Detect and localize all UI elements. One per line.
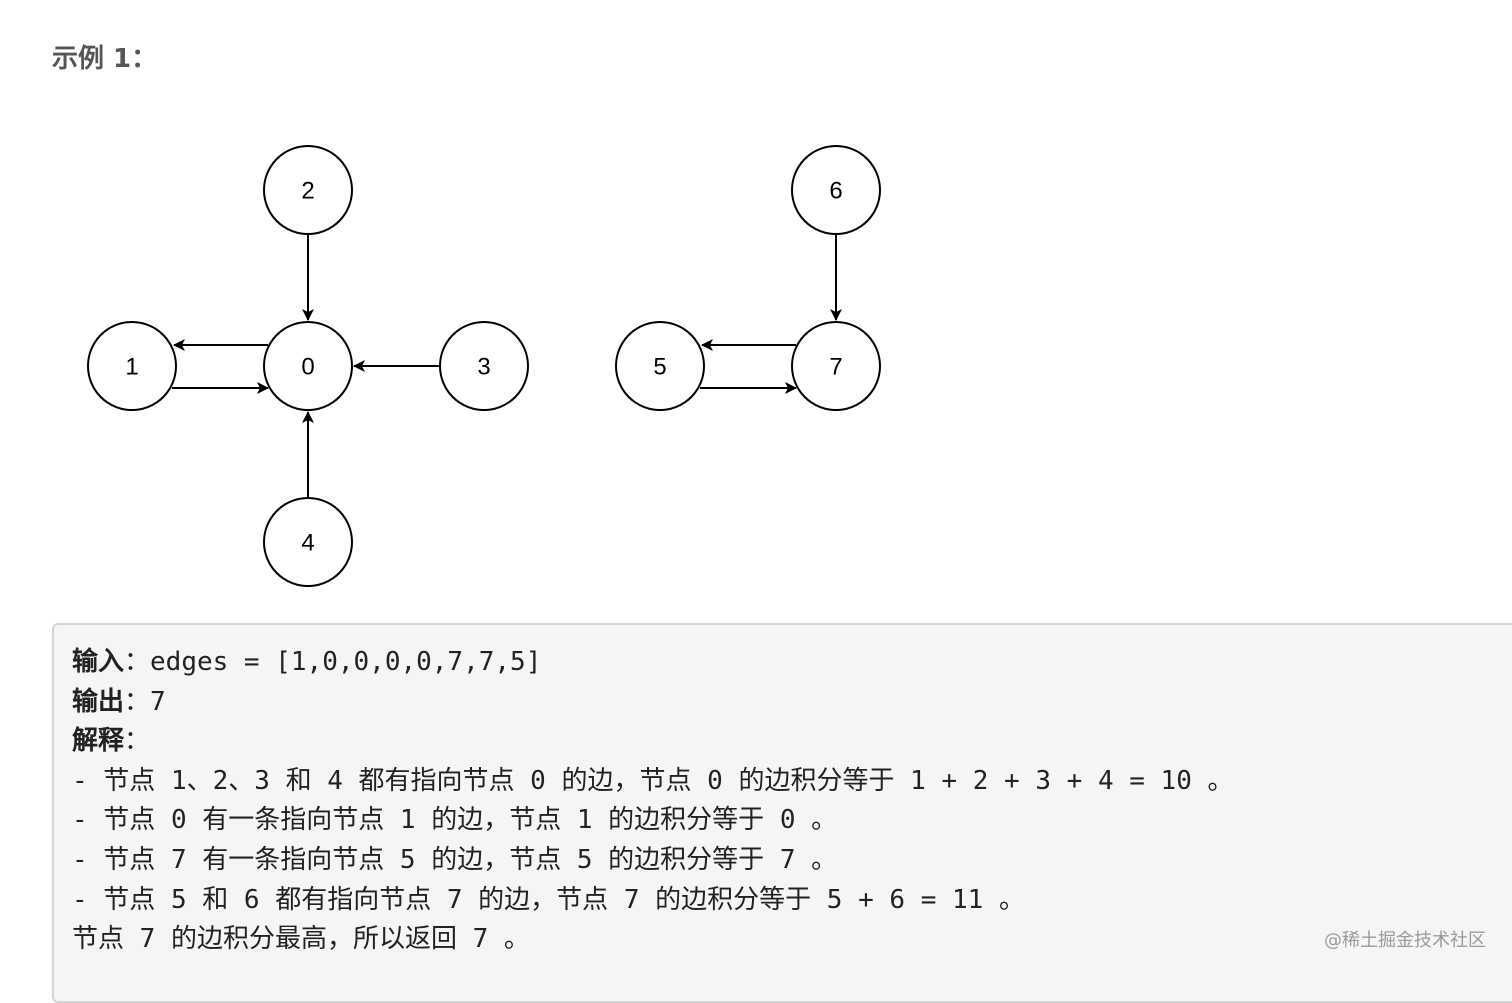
watermark: @稀土掘金技术社区 xyxy=(1324,930,1486,951)
input-label: 输入 xyxy=(72,647,125,677)
graph-diagram: 2 1 0 3 4 6 5 7 xyxy=(87,145,881,587)
explain-colon: ： xyxy=(124,726,151,756)
output-label: 输出 xyxy=(72,687,125,717)
example-heading: 示例 1： xyxy=(52,44,158,74)
explain-line: 解释： xyxy=(72,721,150,761)
explain-line-3: - 节点 7 有一条指向节点 5 的边，节点 5 的边积分等于 7 。 xyxy=(72,845,838,875)
input-line: 输入：edges = [1,0,0,0,0,7,7,5] xyxy=(72,642,541,682)
node-6: 6 xyxy=(791,145,881,235)
explain-label: 解释 xyxy=(72,726,125,756)
node-label: 4 xyxy=(301,530,314,557)
node-0: 0 xyxy=(263,321,353,411)
node-label: 1 xyxy=(125,354,138,381)
node-label: 5 xyxy=(653,354,666,381)
node-7: 7 xyxy=(791,321,881,411)
node-label: 6 xyxy=(829,178,842,205)
node-2: 2 xyxy=(263,145,353,235)
node-3: 3 xyxy=(439,321,529,411)
node-label: 7 xyxy=(829,354,842,381)
node-5: 5 xyxy=(615,321,705,411)
output-value: ：7 xyxy=(124,687,166,717)
node-4: 4 xyxy=(263,497,353,587)
explain-line-4: - 节点 5 和 6 都有指向节点 7 的边，节点 7 的边积分等于 5 + 6… xyxy=(72,885,1025,915)
output-line: 输出：7 xyxy=(72,682,166,722)
node-label: 0 xyxy=(301,354,314,381)
explain-line-2: - 节点 0 有一条指向节点 1 的边，节点 1 的边积分等于 0 。 xyxy=(72,805,838,835)
node-label: 2 xyxy=(301,178,314,205)
explain-line-5: 节点 7 的边积分最高，所以返回 7 。 xyxy=(72,924,530,954)
node-label: 3 xyxy=(477,354,490,381)
input-value: ：edges = [1,0,0,0,0,7,7,5] xyxy=(124,647,542,677)
explain-line-1: - 节点 1、2、3 和 4 都有指向节点 0 的边，节点 0 的边积分等于 1… xyxy=(72,766,1234,796)
example-code-block xyxy=(52,623,1512,1003)
node-1: 1 xyxy=(87,321,177,411)
